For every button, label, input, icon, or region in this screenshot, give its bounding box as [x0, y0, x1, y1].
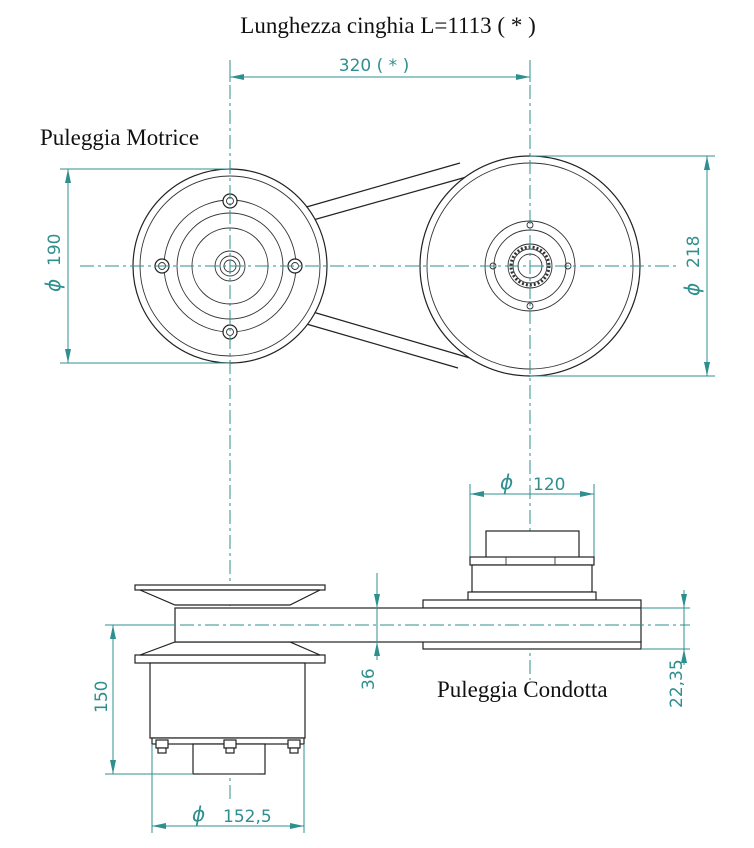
offset-dimension: 22,35 — [641, 590, 690, 708]
hub-diameter-dimension: ϕ 120 — [469, 470, 595, 565]
motor-bolt — [223, 739, 237, 754]
drive-pulley-side — [134, 584, 326, 775]
hub-diameter-value: 120 — [533, 475, 565, 495]
motor-height-dimension: 150 — [92, 624, 193, 775]
driven-pulley-label: Puleggia Condotta — [437, 677, 608, 702]
drive-diameter-dimension: ϕ 190 — [41, 168, 230, 364]
drive-diameter-value: 190 — [45, 234, 65, 266]
motor-height-value: 150 — [92, 681, 112, 713]
driven-diameter-value: 218 — [684, 236, 704, 268]
driven-diameter-dimension: ϕ 218 — [530, 155, 715, 377]
drawing-title: Lunghezza cinghia L=1113 ( * ) — [240, 13, 535, 38]
belt-height-dimension: 36 — [359, 573, 380, 690]
belt-top — [302, 162, 471, 369]
top-view: 320 ( * ) Puleggia Motrice — [40, 56, 715, 800]
side-view: ϕ 120 — [92, 470, 690, 833]
phi-symbol: ϕ — [500, 470, 513, 494]
offset-value: 22,35 — [667, 659, 687, 708]
base-diameter-value: 152,5 — [223, 807, 272, 827]
base-diameter-dimension: ϕ 152,5 — [151, 744, 305, 833]
belt-height-value: 36 — [359, 668, 379, 690]
phi-symbol: ϕ — [192, 802, 205, 826]
motor-bolt — [155, 739, 169, 754]
motor-bolt — [287, 739, 301, 754]
drive-pulley-label: Puleggia Motrice — [40, 125, 199, 150]
center-distance-value: 320 ( * ) — [339, 56, 409, 76]
phi-symbol: ϕ — [41, 279, 65, 292]
center-distance-dimension: 320 ( * ) — [229, 56, 531, 82]
phi-symbol: ϕ — [680, 283, 704, 296]
